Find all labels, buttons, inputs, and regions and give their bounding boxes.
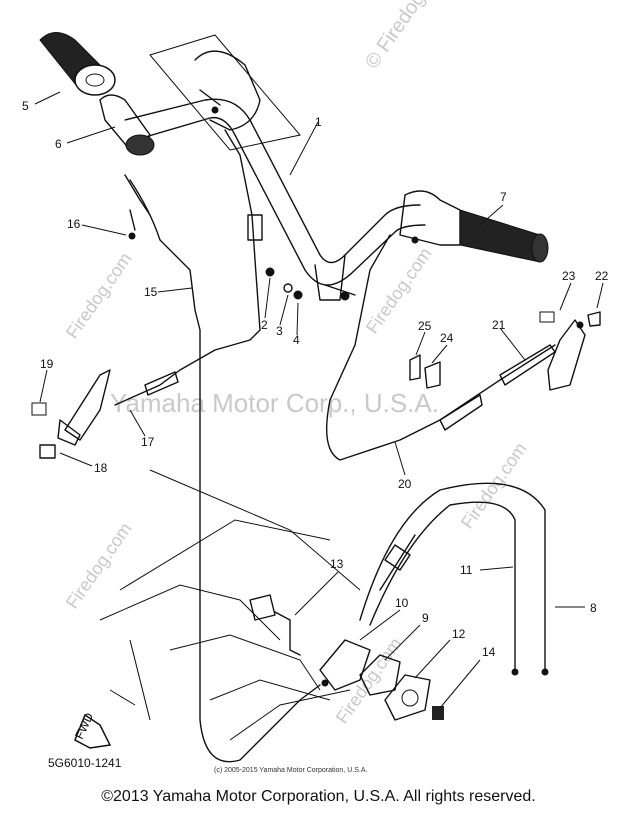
part-label-3: 3 [276, 324, 283, 338]
part-label-18: 18 [94, 461, 108, 475]
part-label-22: 22 [595, 269, 609, 283]
part-label-24: 24 [440, 331, 454, 345]
part-label-4: 4 [293, 333, 300, 347]
part-label-12: 12 [452, 627, 466, 641]
part-label-15: 15 [144, 285, 158, 299]
part-label-6: 6 [55, 137, 62, 151]
watermark-corner: © Firedog.com [361, 0, 454, 73]
part-label-13: 13 [330, 557, 344, 571]
copyright-footer: ©2013 Yamaha Motor Corporation, U.S.A. A… [101, 788, 536, 805]
lower-cables [359, 482, 549, 676]
part-label-21: 21 [492, 318, 506, 332]
part-label-16: 16 [67, 217, 81, 231]
cable-upper [224, 129, 303, 341]
small-credit: (c) 2005-2015 Yamaha Motor Corporation, … [214, 767, 367, 774]
part-label-9: 9 [422, 611, 429, 625]
left-grip [39, 32, 116, 96]
throttle-grip [99, 94, 155, 156]
part-label-23: 23 [562, 269, 576, 283]
part-label-11: 11 [460, 563, 473, 577]
watermark-site-3: Firedog.com [62, 519, 136, 612]
part-label-10: 10 [395, 596, 409, 610]
part-label-7: 7 [500, 190, 507, 204]
drawing-number: 5G6010-1241 [48, 756, 122, 770]
part-label-5: 5 [22, 99, 29, 113]
part-label-8: 8 [590, 601, 597, 615]
part-label-17: 17 [141, 435, 155, 449]
clutch-cable [325, 234, 556, 461]
switch-parts [409, 354, 441, 389]
watermark-site-4: Firedog.com [457, 439, 531, 532]
switch-outline [149, 34, 301, 151]
handlebar [124, 98, 426, 301]
throttle-cable [124, 174, 321, 763]
frame-outline [99, 469, 361, 741]
lower-components [249, 594, 444, 721]
left-switch-housing [194, 50, 261, 131]
part-label-19: 19 [40, 357, 54, 371]
watermark-site-5: Firedog.com [332, 634, 406, 727]
part-label-2: 2 [261, 318, 268, 332]
watermark-site-1: Firedog.com [62, 249, 136, 342]
right-grip [399, 190, 549, 263]
part-label-14: 14 [482, 645, 496, 659]
watermark-main: Yamaha Motor Corp., U.S.A. [110, 388, 439, 418]
choke-lever-assembly [31, 339, 251, 459]
clutch-lever-assembly [539, 311, 601, 391]
fwd-arrow: FWD [72, 710, 112, 749]
part-label-1: 1 [315, 115, 322, 129]
part-label-20: 20 [398, 477, 412, 491]
leader-lines [34, 91, 604, 709]
part-label-25: 25 [418, 319, 432, 333]
